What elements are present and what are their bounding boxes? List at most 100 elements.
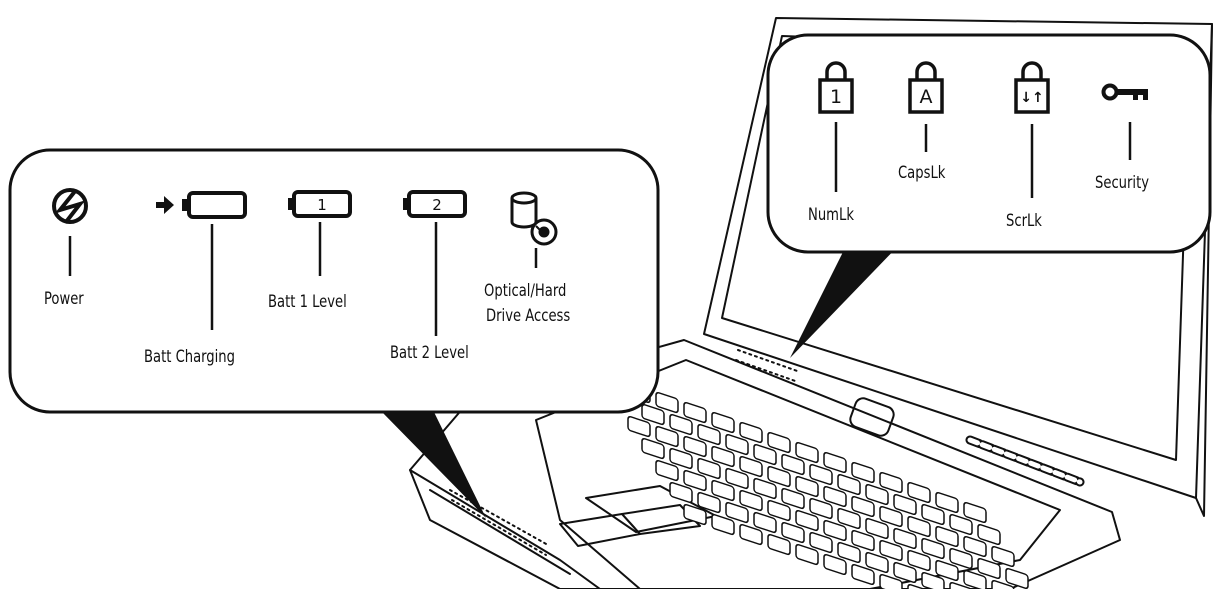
- key-icon: [1101, 83, 1148, 101]
- keyboard-key: [739, 523, 763, 546]
- keyboard-key: [1005, 567, 1029, 589]
- keyboard-key: [683, 469, 707, 492]
- keyboard-key: [837, 473, 861, 496]
- caps-lock-icon: A: [908, 61, 944, 114]
- keyboard-key: [669, 413, 693, 436]
- keyboard-key: [935, 491, 959, 514]
- drive-access-icon: [510, 191, 558, 246]
- keyboard-key: [781, 453, 805, 476]
- keyboard-key: [851, 495, 875, 518]
- keyboard-key: [711, 411, 735, 434]
- keyboard-key: [963, 535, 987, 558]
- keyboard-key: [865, 483, 889, 506]
- keyboard-key: [907, 583, 931, 589]
- keyboard-key: [669, 481, 693, 504]
- right-callout-pointer: [790, 242, 902, 358]
- keyboard-key: [683, 401, 707, 424]
- keyboard-key: [795, 475, 819, 498]
- keyboard-key: [725, 467, 749, 490]
- keyboard-key: [851, 529, 875, 552]
- keyboard-key: [767, 499, 791, 522]
- keyboard-key: [949, 513, 973, 536]
- keyboard-key: [697, 423, 721, 446]
- caps-lock-glyph: A: [920, 86, 933, 108]
- keyboard-key: [795, 441, 819, 464]
- drive-access-label-line-1: Optical/Hard: [484, 281, 567, 301]
- keyboard-key: [781, 487, 805, 510]
- keyboard-key: [767, 465, 791, 488]
- security-label: Security: [1095, 173, 1150, 193]
- battery-charging-icon: [156, 191, 247, 219]
- batt-charging-label: Batt Charging: [144, 347, 235, 367]
- keyboard-key: [991, 545, 1015, 568]
- keyboard-key: [655, 391, 679, 414]
- keyboard-key: [725, 433, 749, 456]
- battery-2-icon: 2: [403, 190, 467, 218]
- keyboard-key: [921, 503, 945, 526]
- keyboard-key: [823, 451, 847, 474]
- battery-1-icon: 1: [288, 190, 352, 218]
- keyboard-key: [725, 501, 749, 524]
- scrlk-label: ScrLk: [1006, 211, 1042, 231]
- keyboard-key: [711, 513, 735, 536]
- keyboard-key: [683, 503, 707, 526]
- power-icon: [52, 188, 88, 224]
- keyboard-key: [655, 459, 679, 482]
- scroll-lock-icon: ↓↑: [1014, 61, 1050, 114]
- right-callout-panel: [766, 33, 1212, 254]
- keyboard-key: [893, 527, 917, 550]
- keyboard-key: [753, 443, 777, 466]
- keyboard-key: [753, 477, 777, 500]
- left-callout-panel: [8, 148, 660, 414]
- keyboard-key: [823, 519, 847, 542]
- keyboard-key: [963, 501, 987, 524]
- numlk-label: NumLk: [808, 205, 854, 225]
- keyboard-key: [963, 569, 987, 589]
- keyboard-key: [641, 403, 665, 426]
- keyboard-key: [935, 525, 959, 548]
- keyboard-key: [711, 479, 735, 502]
- keyboard-key: [977, 557, 1001, 580]
- keyboard-key: [823, 553, 847, 576]
- keyboard-key: [627, 415, 651, 438]
- keyboard-key: [907, 549, 931, 572]
- keyboard-key: [879, 573, 903, 589]
- keyboard-key: [739, 489, 763, 512]
- batt-2-level-label: Batt 2 Level: [390, 343, 469, 363]
- keyboard-key: [809, 531, 833, 554]
- keyboard-key: [865, 517, 889, 540]
- scroll-lock-glyph: ↓↑: [1020, 90, 1043, 106]
- drive-access-label-line-2: Drive Access: [486, 306, 571, 326]
- keyboard-key: [795, 509, 819, 532]
- keyboard-key: [809, 497, 833, 520]
- keyboard-key: [907, 515, 931, 538]
- keyboard-key: [837, 507, 861, 530]
- keyboard-key: [697, 491, 721, 514]
- keyboard-key: [921, 571, 945, 589]
- keyboard-key: [865, 551, 889, 574]
- capslk-label: CapsLk: [898, 163, 946, 183]
- keyboard-key: [921, 537, 945, 560]
- keyboard-key: [767, 431, 791, 454]
- batt-1-level-label: Batt 1 Level: [268, 292, 347, 312]
- keyboard-key: [977, 523, 1001, 546]
- keyboard-key: [767, 533, 791, 556]
- keyboard-key: [935, 559, 959, 582]
- keyboard-key: [697, 457, 721, 480]
- keyboard-key: [781, 521, 805, 544]
- keyboard-key: [683, 435, 707, 458]
- num-lock-glyph: 1: [830, 86, 842, 108]
- keyboard-key: [753, 511, 777, 534]
- keyboard-key: [851, 563, 875, 586]
- keyboard-key: [655, 425, 679, 448]
- left-callout-pointer: [378, 408, 486, 518]
- keyboard-key: [823, 485, 847, 508]
- keyboard-key: [851, 461, 875, 484]
- keyboard-key: [669, 447, 693, 470]
- keyboard-key: [907, 481, 931, 504]
- power-label: Power: [44, 289, 84, 309]
- keyboard-key: [809, 463, 833, 486]
- battery-2-glyph: 2: [432, 196, 442, 214]
- keyboard-key: [893, 493, 917, 516]
